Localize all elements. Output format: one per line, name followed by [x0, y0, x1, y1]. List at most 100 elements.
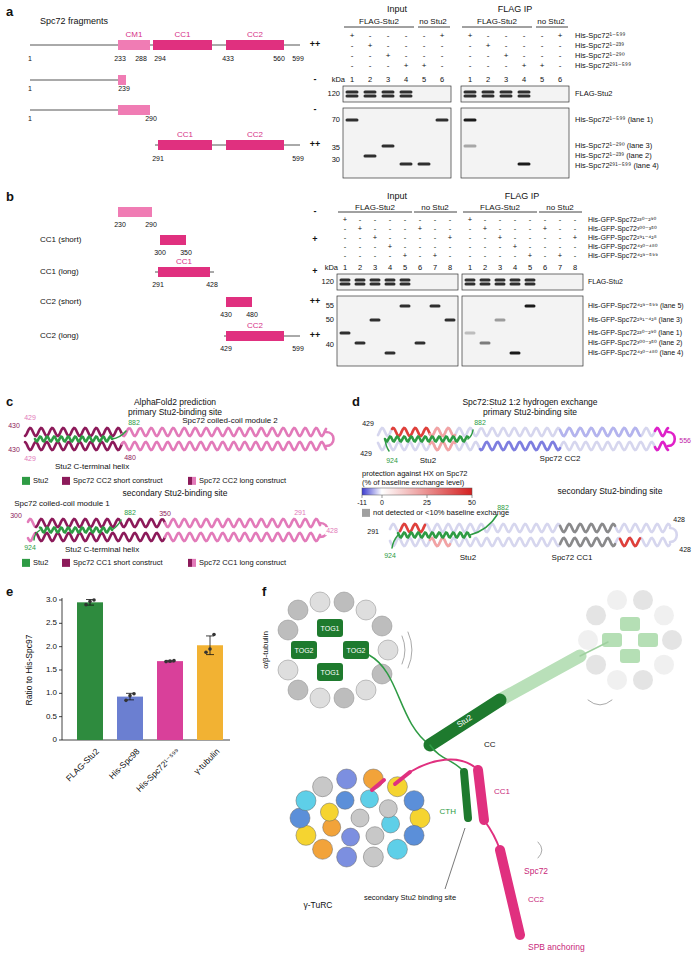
cc2-rod: [500, 850, 520, 935]
lane-sign: -: [514, 225, 517, 233]
curve: [668, 432, 675, 446]
blot: [337, 274, 458, 290]
lane-sign: -: [374, 252, 377, 260]
binding-score: -: [314, 105, 317, 115]
legend-text: Spc72 CC1 short construct: [73, 559, 163, 567]
helix: [480, 442, 560, 450]
structure-label: Stu2 C-terminal helix: [64, 546, 140, 555]
residue-number: 924: [23, 544, 37, 552]
lane-sign: -: [559, 216, 562, 224]
residue-number: 350: [180, 249, 192, 257]
lane-sign: +: [358, 225, 362, 233]
bracket-line: [344, 27, 414, 28]
lane-number: 1: [350, 76, 354, 84]
helix: [392, 428, 430, 436]
residue-number: 924: [383, 552, 397, 560]
blot: [343, 108, 451, 178]
tubulin-blob: [278, 660, 298, 680]
tick-mark: [59, 740, 62, 741]
gturc-subunit: [313, 839, 333, 859]
helix: [390, 538, 670, 546]
gel-band: [465, 283, 476, 286]
legend-item: Stu2: [22, 559, 48, 567]
lane-number: 2: [483, 264, 487, 272]
helix: [430, 428, 455, 436]
legend-swatch: [188, 559, 196, 567]
gel-band: [464, 145, 477, 148]
tick-mark: [59, 716, 62, 717]
structure-label: Spc72 coiled-coil module 2: [181, 417, 279, 426]
legend-swatch: [62, 477, 70, 485]
lane-sign: -: [404, 225, 407, 233]
lane-sign: -: [505, 62, 508, 71]
lane-sign: +: [422, 62, 427, 71]
residue-number: 230: [114, 221, 126, 229]
gel-band: [340, 279, 351, 282]
gturc-subunit: [320, 803, 338, 821]
colorbar-tick: 50: [468, 499, 476, 507]
fragment-name: CC2 (long): [40, 332, 79, 341]
legend-swatch: [362, 509, 370, 517]
panel-letter: a: [6, 5, 13, 19]
structure-label: Stu2: [459, 554, 477, 563]
gel-band: [418, 163, 431, 166]
lane-number: 7: [558, 264, 562, 272]
helix: [122, 428, 326, 436]
tick-mark: [59, 693, 62, 694]
lane-sign: -: [505, 42, 508, 51]
lane-sign: -: [434, 225, 437, 233]
gel-band: [518, 91, 531, 94]
structure-label: α/β-tubulin: [262, 631, 271, 669]
gel-subheader: no Stu2: [419, 18, 447, 27]
residue-number: 1: [28, 115, 32, 123]
backbone: [30, 80, 118, 81]
cm1-rod: [372, 780, 384, 790]
lane-sign: +: [440, 32, 445, 41]
lane-sign: -: [387, 42, 390, 51]
sample-name: His-Spc72¹⁻²³⁹: [575, 42, 624, 50]
tick-mark: [59, 623, 62, 624]
panel-title: AlphaFold2 prediction: [134, 398, 216, 407]
residue-number: 350: [158, 510, 172, 518]
lane-sign: -: [514, 234, 517, 242]
gel-band: [510, 283, 521, 286]
lane-sign: -: [404, 234, 407, 242]
protein-label: Spc72: [524, 867, 548, 876]
gel-header: Input: [387, 5, 407, 15]
helix: [378, 442, 668, 450]
gturc-subunit: [363, 847, 383, 867]
callout-label: secondary Stu2 binding site: [364, 894, 456, 902]
backbone: [284, 145, 300, 146]
tubulin-blob: [586, 655, 606, 675]
lane-sign: -: [389, 216, 392, 224]
panel-subtitle: primary Stu2-binding site: [483, 408, 577, 417]
lane-number: 5: [422, 76, 426, 84]
gel-band: [355, 342, 366, 345]
tog-domain: TOG1: [317, 663, 343, 681]
lane-sign: -: [449, 225, 452, 233]
lane-sign: -: [544, 234, 547, 242]
domain-name: CC1: [176, 258, 192, 266]
domain-box: CC2: [226, 40, 284, 50]
legend-swatch: [22, 559, 30, 567]
gel-subheader: FLAG-Stu2: [355, 204, 395, 213]
tubulin-blob: [578, 630, 598, 650]
tick-mark: [59, 646, 62, 647]
gel-band: [480, 279, 491, 282]
helix: [35, 437, 112, 442]
lane-sign: -: [529, 243, 532, 251]
band-name: His-GFP-Spc72²³⁰⁻²⁹⁰ (lane 1): [588, 329, 682, 337]
lane-sign: -: [544, 216, 547, 224]
legend-swatch: [22, 477, 30, 485]
lane-sign: -: [469, 62, 472, 71]
panel-letter: d: [352, 395, 360, 409]
tog-domain-faded: [620, 617, 640, 631]
tubulin-blob: [607, 590, 627, 610]
lane-number: 5: [403, 264, 407, 272]
lane-sign: -: [387, 32, 390, 41]
curve: [468, 430, 473, 439]
residue-number: 430: [7, 446, 21, 454]
gel-band: [510, 352, 521, 355]
lane-sign: -: [469, 42, 472, 51]
gturc-subunit: [363, 769, 383, 789]
